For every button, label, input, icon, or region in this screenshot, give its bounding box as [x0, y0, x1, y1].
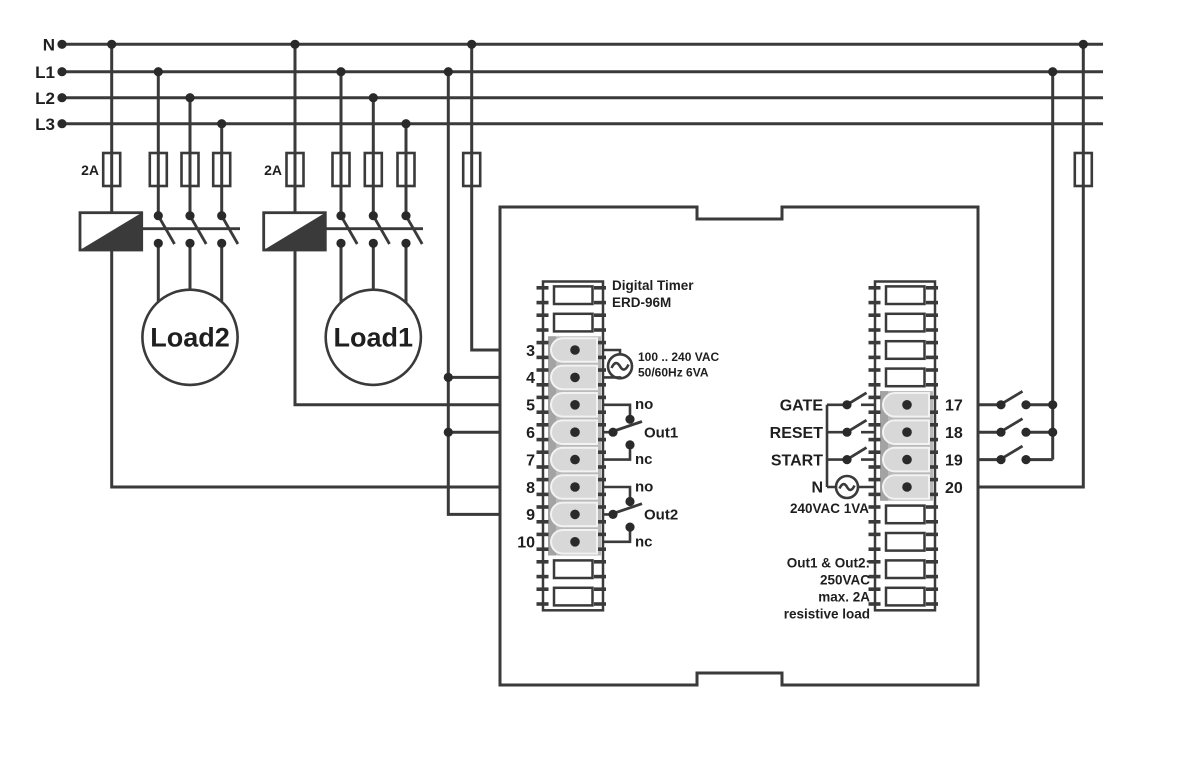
- bus-label-n: N: [43, 36, 55, 55]
- fuse-load1-n: [285, 151, 305, 188]
- fuse-load2-l3: [211, 151, 232, 188]
- external-switch-blades: [1001, 390, 1024, 460]
- load1-circle: [324, 288, 423, 387]
- terminal-label-6: 6: [526, 425, 535, 442]
- output-rating-line4: resistive load: [784, 607, 870, 622]
- contactor-coils: [78, 211, 327, 252]
- load2-fuse-label: 2A: [81, 162, 99, 178]
- control-n-label: N: [811, 480, 823, 497]
- load2-branch-wires: [110, 44, 500, 489]
- fuse-load1-l2: [363, 151, 384, 188]
- terminal-label-20: 20: [945, 480, 963, 497]
- out2-no-label: no: [635, 479, 653, 496]
- load1-fuse-label: 2A: [264, 162, 282, 178]
- output-rating-line2: 250VAC: [820, 573, 870, 588]
- switch-blades: [157, 216, 1024, 515]
- control-supply-sine-icon: [838, 482, 856, 492]
- control-switch-blades: [847, 391, 868, 460]
- start-label: START: [771, 453, 823, 470]
- terminal-label-18: 18: [945, 425, 963, 442]
- labels: N L1 L2 L3 2A 2A Load2 Load1 Digital Tim…: [35, 36, 963, 622]
- load1-label: Load1: [334, 323, 414, 353]
- terminal-label-9: 9: [526, 507, 535, 524]
- control-input-wires: [825, 403, 875, 489]
- terminal-label-3: 3: [526, 343, 535, 360]
- terminal-label-5: 5: [526, 398, 535, 415]
- terminal-label-7: 7: [526, 452, 535, 469]
- terminal-label-17: 17: [945, 398, 963, 415]
- fuses: [101, 151, 1094, 188]
- right-feed-wires: [978, 44, 1085, 489]
- control-supply-icon: [834, 474, 860, 500]
- loads: [141, 288, 423, 387]
- timer-supply-wires: [446, 44, 500, 516]
- out2-nc-label: nc: [635, 534, 653, 551]
- digital-timer-box: [498, 205, 980, 687]
- terminal-label-4: 4: [526, 370, 535, 387]
- wires: [62, 42, 1103, 544]
- fuse-timer-supply: [461, 151, 482, 188]
- ac-supply-icon: [606, 352, 634, 380]
- bus-label-l1: L1: [35, 63, 55, 82]
- bus-label-l3: L3: [35, 115, 55, 134]
- output-rating-line3: max. 2A: [818, 590, 870, 605]
- terminal-label-10: 10: [517, 535, 535, 552]
- load2-circle: [141, 288, 239, 387]
- fuse-load1-l1: [331, 151, 351, 188]
- junction-dots: [57, 39, 1088, 532]
- load2-label: Load2: [150, 323, 230, 353]
- load2-contact-blades: [157, 216, 240, 245]
- timer-title-line1: Digital Timer: [612, 278, 694, 293]
- left-terminal-strip: [536, 280, 606, 612]
- timer-title-line2: ERD-96M: [612, 295, 671, 310]
- fuse-load1-l3: [396, 151, 416, 188]
- terminal-label-19: 19: [945, 452, 963, 469]
- supply-rating-line1: 100 .. 240 VAC: [638, 350, 719, 364]
- control-supply-rating: 240VAC 1VA: [790, 501, 869, 516]
- load1-contact-blades: [340, 216, 424, 245]
- timer-enclosure-outline: [498, 205, 980, 687]
- load1-branch-wires: [293, 44, 500, 407]
- out2-relay-blade: [615, 502, 643, 515]
- bus-lines: [62, 42, 1103, 126]
- fuse-load2-l2: [180, 151, 200, 188]
- bus-label-l2: L2: [35, 89, 55, 108]
- reset-label: RESET: [770, 425, 824, 442]
- gate-label: GATE: [780, 398, 824, 415]
- fuse-load2-n: [101, 151, 122, 188]
- fuse-right-n: [1073, 151, 1094, 188]
- out1-no-label: no: [635, 396, 653, 413]
- ac-sources: [606, 352, 860, 500]
- fuse-load2-l1: [148, 151, 169, 188]
- out1-nc-label: nc: [635, 451, 653, 468]
- load1-coil-triangle: [263, 212, 326, 250]
- right-terminal-strip: [868, 280, 938, 612]
- terminal-label-8: 8: [526, 480, 535, 497]
- out1-relay-blade: [615, 420, 643, 432]
- load2-coil-triangle: [80, 212, 142, 250]
- ac-supply-sine-icon: [610, 361, 630, 371]
- out2-name-label: Out2: [644, 507, 678, 524]
- output-rating-line1: Out1 & Out2:: [787, 556, 870, 571]
- out1-name-label: Out1: [644, 425, 678, 442]
- supply-rating-line2: 50/60Hz 6VA: [638, 366, 709, 380]
